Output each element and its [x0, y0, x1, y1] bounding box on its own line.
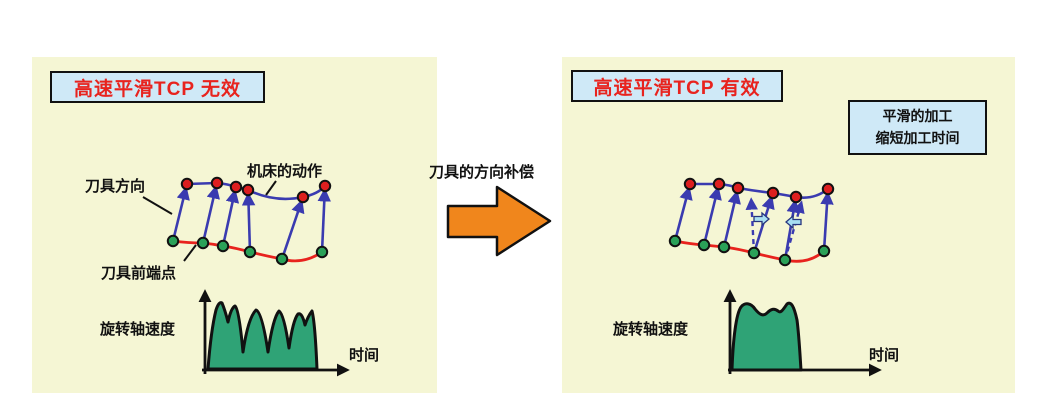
- compensation-caption: 刀具的方向补偿: [429, 164, 535, 181]
- right-title-box: 高速平滑TCP 有效: [571, 70, 783, 102]
- left-title-box: 高速平滑TCP 无效: [50, 71, 265, 103]
- left-panel: [32, 57, 437, 393]
- benefit-info-box: 平滑的加工 缩短加工时间: [848, 100, 987, 155]
- left-time-axis-label: 时间: [349, 347, 380, 364]
- tool-tip-label: 刀具前端点: [101, 265, 177, 282]
- benefit-line-2: 缩短加工时间: [875, 129, 960, 146]
- left-title: 高速平滑TCP 无效: [74, 78, 241, 100]
- left-speed-axis-label: 旋转轴速度: [100, 321, 176, 338]
- tool-direction-label: 刀具方向: [85, 178, 146, 195]
- right-time-axis-label: 时间: [869, 347, 900, 364]
- right-speed-axis-label: 旋转轴速度: [613, 321, 689, 338]
- right-title: 高速平滑TCP 有效: [593, 77, 761, 99]
- machine-motion-label: 机床的动作: [247, 163, 323, 180]
- compensation-right-arrow-icon: [446, 185, 552, 257]
- benefit-line-1: 平滑的加工: [882, 107, 953, 124]
